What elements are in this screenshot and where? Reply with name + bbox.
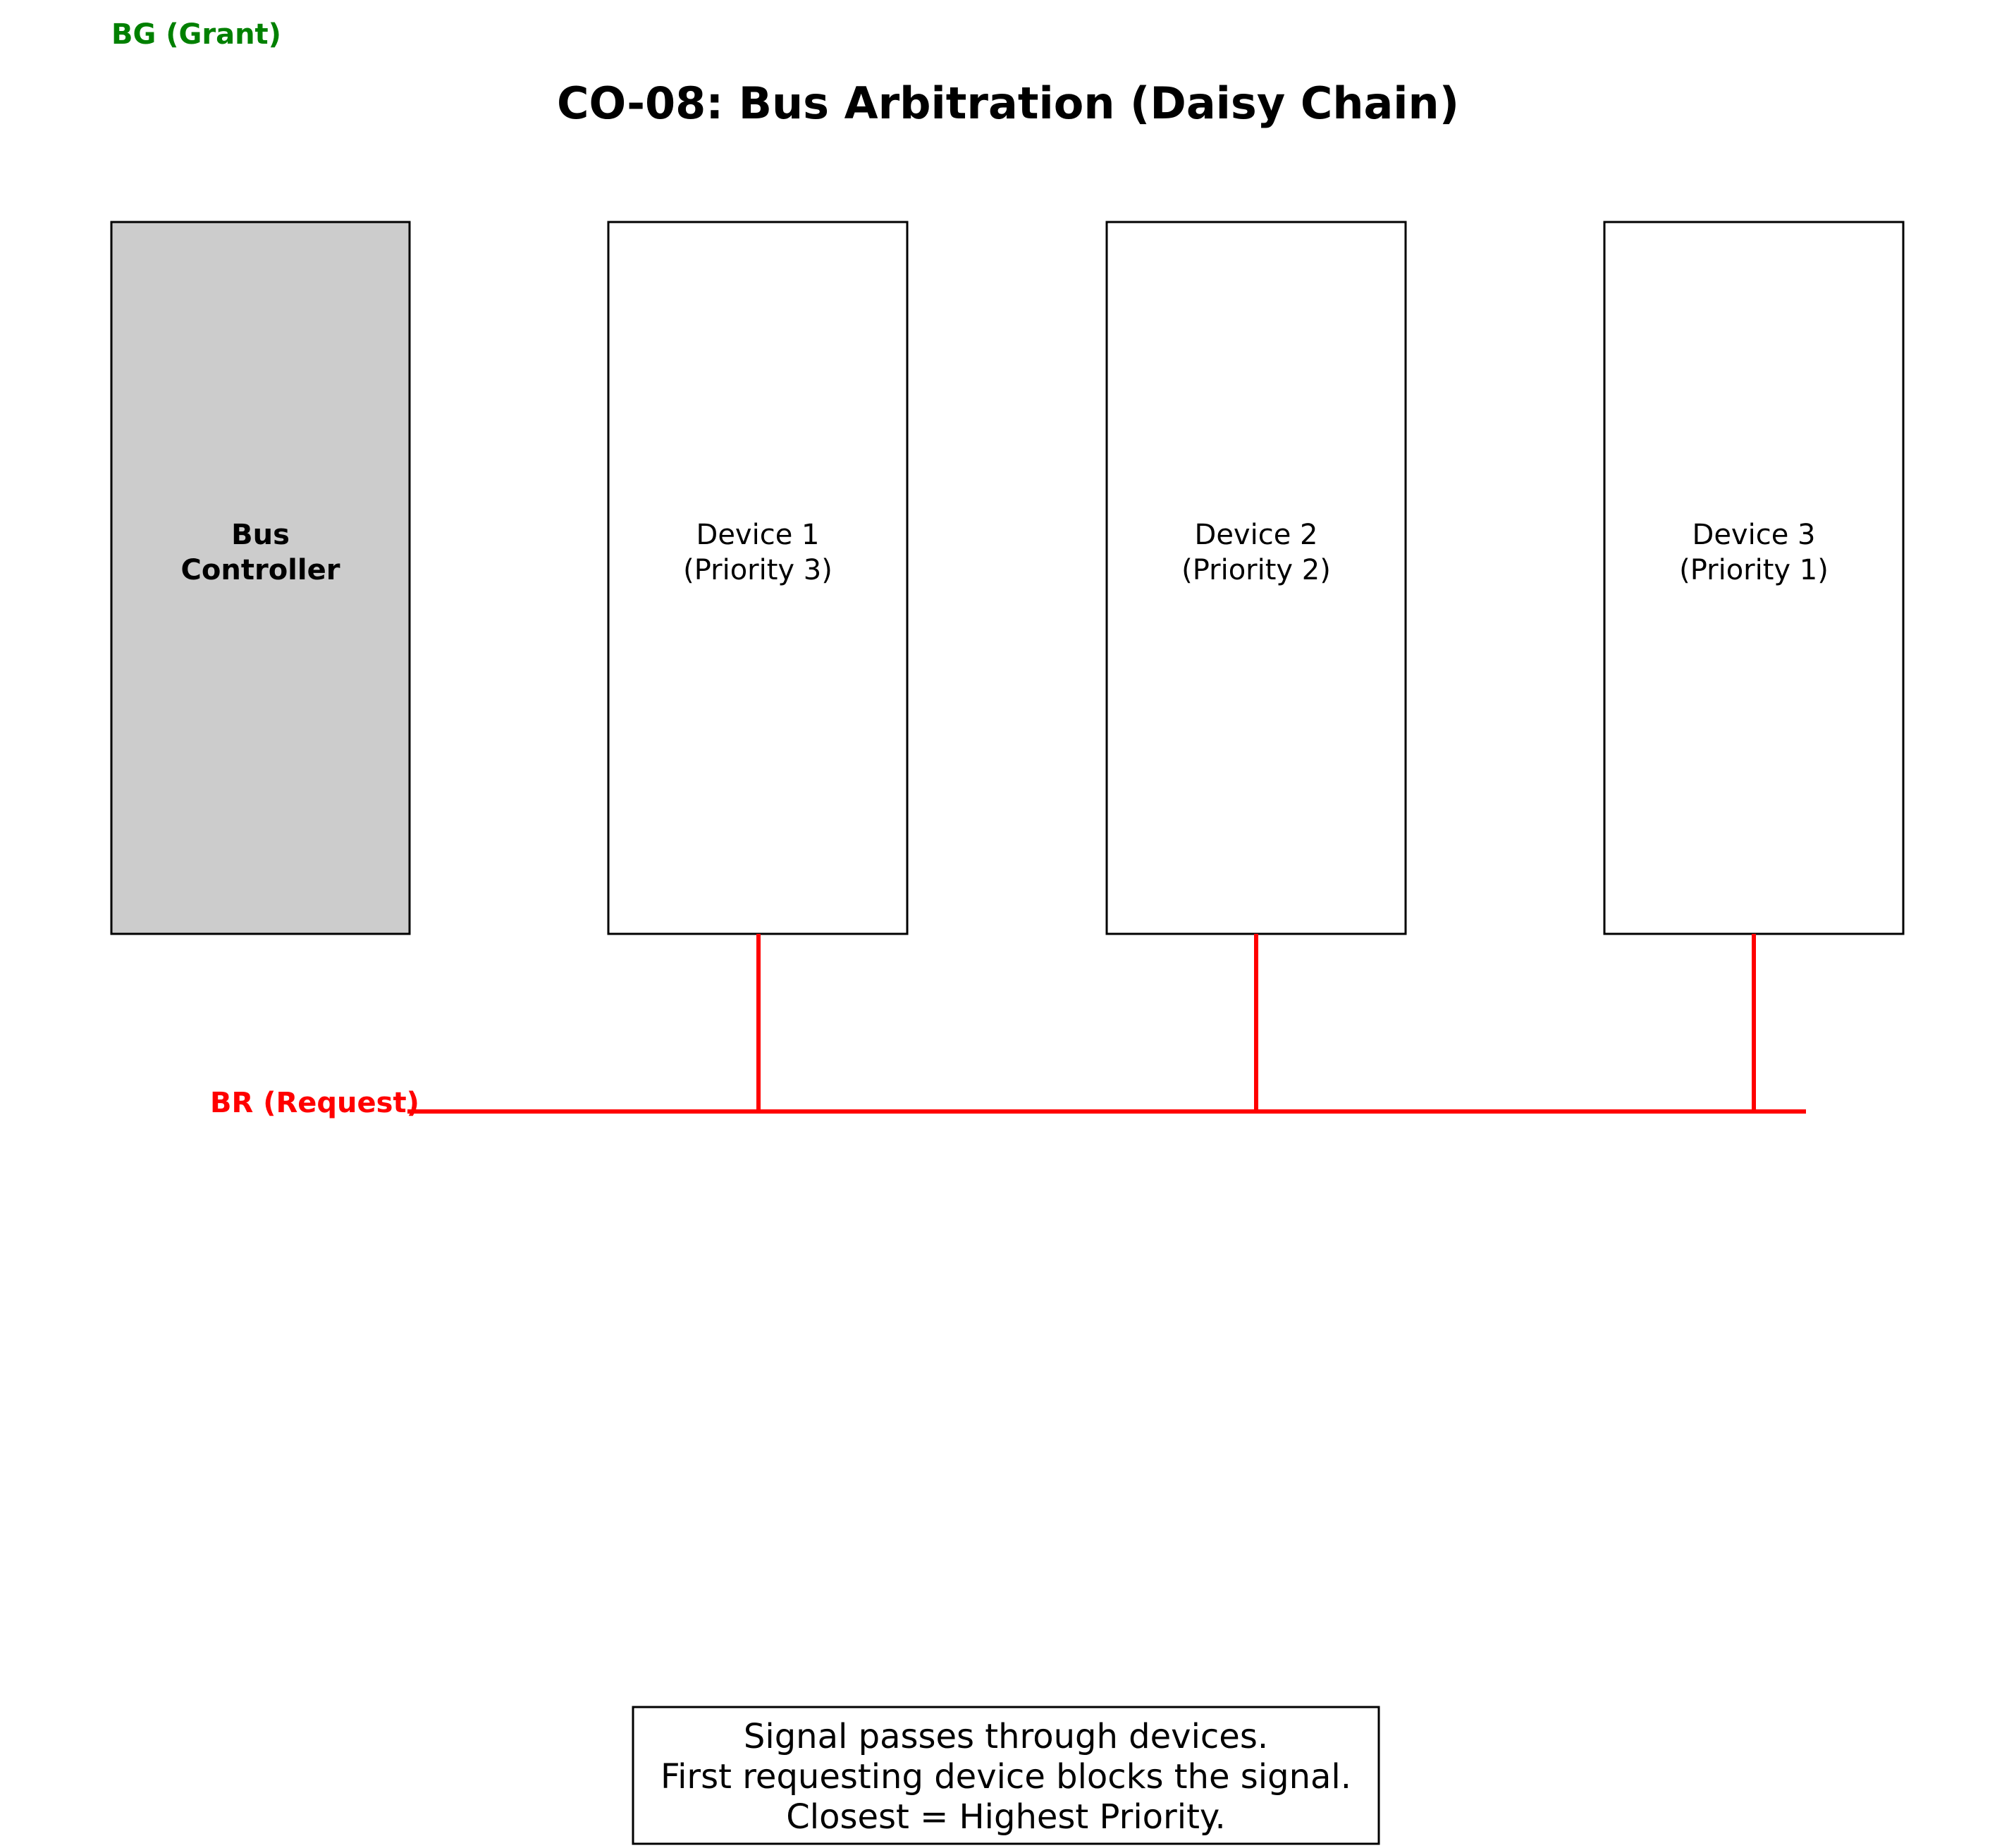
bus-controller-label-line2: Controller <box>181 554 340 586</box>
device-1-box <box>607 221 909 935</box>
request-bus-lines <box>407 934 1806 1114</box>
note-box <box>632 1706 1380 1845</box>
grant-signal-label: BG (Grant) <box>111 18 281 51</box>
device-2-label-priority: (Priority 2) <box>1181 554 1331 586</box>
device-3-box <box>1603 221 1905 935</box>
note-line-2: First requesting device blocks the signa… <box>661 1757 1351 1797</box>
note-line-3: Closest = Highest Priority. <box>786 1797 1226 1837</box>
diagram-title: CO-08: Bus Arbitration (Daisy Chain) <box>557 78 1459 129</box>
device-2-label-name: Device 2 <box>1195 519 1318 551</box>
device-1-label-name: Device 1 <box>696 519 820 551</box>
bus-controller-box <box>110 221 411 935</box>
bus-controller-label-line1: Bus <box>231 519 290 551</box>
note-line-1: Signal passes through devices. <box>744 1717 1268 1756</box>
request-signal-label: BR (Request) <box>210 1087 419 1119</box>
device-1-label-priority: (Priority 3) <box>683 554 833 586</box>
device-3-label-name: Device 3 <box>1692 519 1816 551</box>
device-3-label-priority: (Priority 1) <box>1679 554 1829 586</box>
device-2-box <box>1105 221 1407 935</box>
